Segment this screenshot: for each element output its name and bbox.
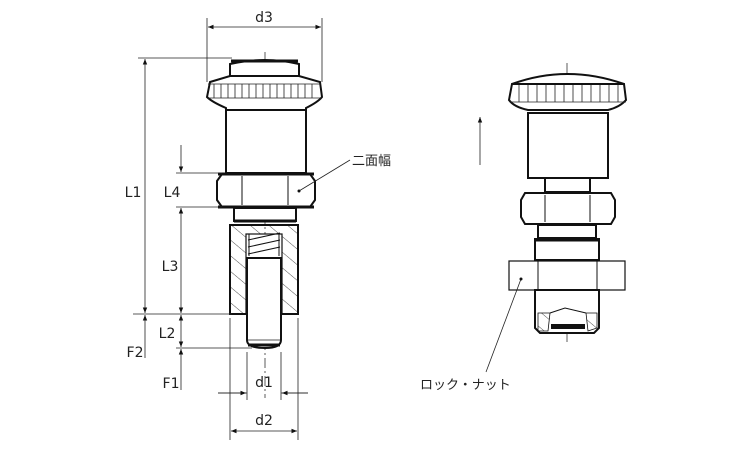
- dim-F2: F2: [127, 345, 144, 361]
- spring: [247, 232, 281, 256]
- knurl-lines: [208, 83, 321, 99]
- body: [225, 109, 307, 174]
- width-across-flats-label: 二面幅: [352, 154, 391, 169]
- thread-neck: [233, 207, 297, 222]
- body: [527, 112, 609, 179]
- dim-d2: d2: [255, 413, 273, 429]
- knob-dome: [511, 73, 625, 85]
- dim-d1: d1: [255, 375, 273, 391]
- dim-L1: L1: [125, 185, 142, 201]
- plunger-side-view: [205, 52, 324, 398]
- dim-L3: L3: [162, 259, 179, 275]
- dim-L2: L2: [159, 326, 176, 342]
- lock-nut-label: ロック・ナット: [420, 378, 511, 393]
- lock-nut-leader: [485, 278, 522, 373]
- knurled-knob: [507, 83, 628, 111]
- dim-L4: L4: [164, 185, 181, 201]
- dimensions: d3 L1 L4 L3 L2 F2 F1 d1 d2: [125, 10, 323, 440]
- knurled-knob: [205, 75, 324, 111]
- lock-nut: [508, 260, 626, 291]
- threaded-end: [534, 289, 600, 334]
- neck: [537, 224, 597, 239]
- thread: [534, 238, 600, 261]
- shaft: [544, 177, 591, 193]
- dim-d3: d3: [255, 10, 273, 26]
- plunger-retracted-view: [507, 63, 628, 342]
- plunger-pin: [246, 257, 282, 350]
- dim-F1: F1: [163, 376, 180, 392]
- flats-leader: [298, 159, 351, 192]
- hex-nut: [520, 192, 616, 225]
